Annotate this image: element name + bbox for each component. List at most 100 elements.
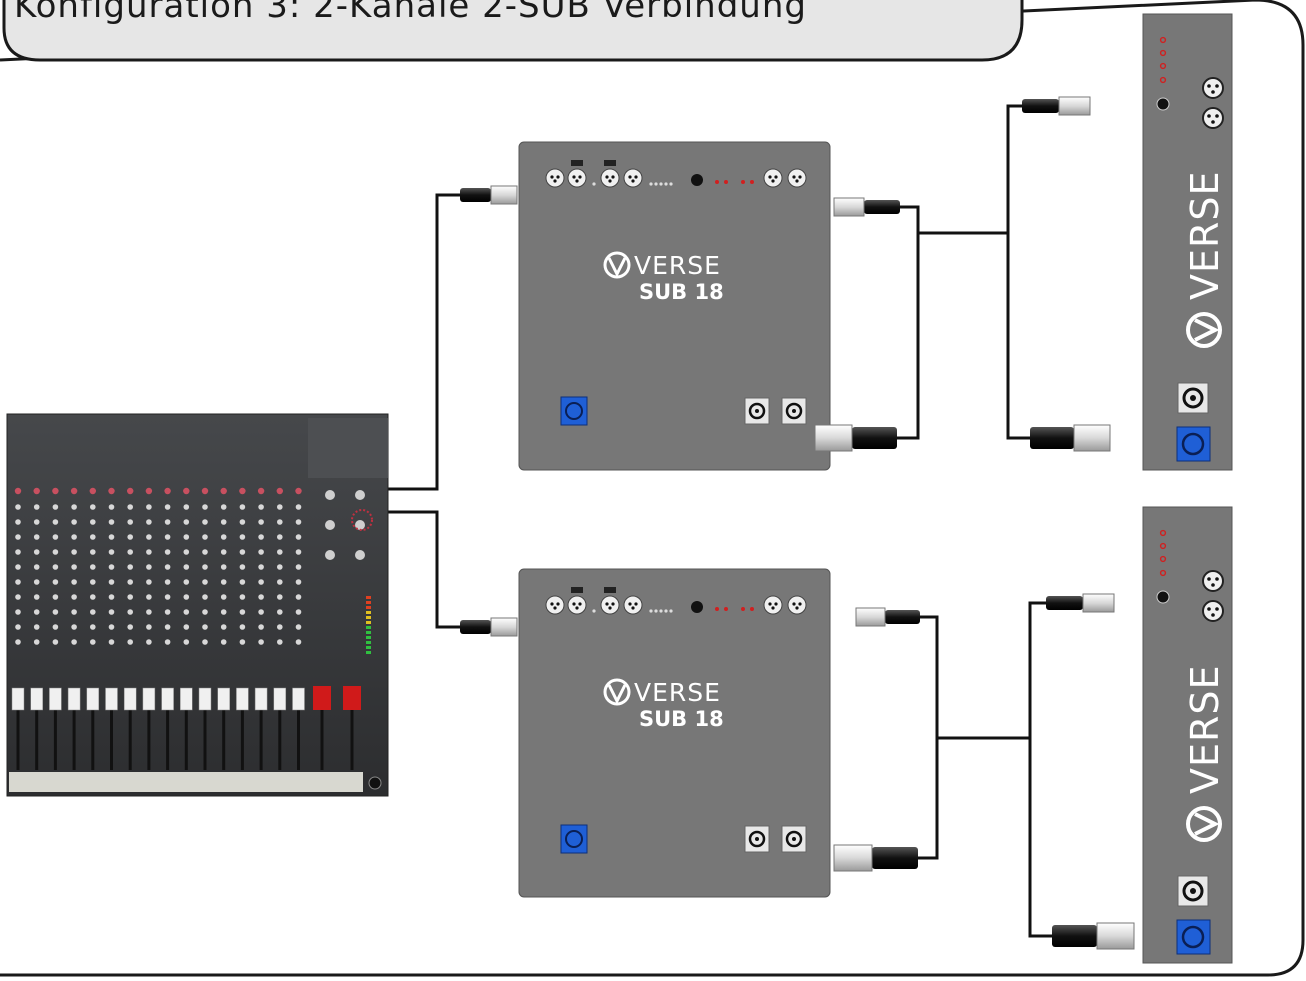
xlr-latch [571,587,583,593]
led-dot [741,180,745,184]
subwoofer-2-model: SUB 18 [639,707,724,731]
mixer-fader-slot [278,690,282,770]
mixer-knob [239,504,246,510]
mixer-fader-slot [320,690,324,770]
mixer-led-meter [366,646,371,649]
mixer-knob [52,579,59,585]
xlr-pin [611,175,615,179]
mixer-knob [202,579,208,585]
xlr-pin [611,602,615,606]
mixer-knob [71,639,77,645]
mixer-knob [239,624,246,630]
xlr-pin [578,602,582,606]
mixer-knob [108,504,115,510]
xlr-pin [774,175,778,179]
cable-mixer-to-sub1 [388,193,460,491]
mixer-knob [220,609,227,615]
mixer-knob [277,519,283,525]
xlr-plug-shell [833,197,865,217]
xlr-plug-body [460,620,491,634]
mixer-knob [220,579,227,585]
mixer-knob [15,519,21,525]
mixer-knob [239,639,246,645]
mixer-knob [202,534,208,540]
mixer-gain-knob [70,487,78,495]
mixer-knob [90,594,96,600]
mixer-knob [52,609,59,615]
mixer-knob [90,609,96,615]
xlr-plug-shell [814,424,853,452]
mixer-knob [52,624,59,630]
xlr-pin [768,175,772,179]
mixer-knob [108,564,115,570]
mixer-knob [52,639,59,645]
mixer-knob [127,519,133,525]
mixer-knob [258,564,264,570]
mixer-fader-cap [142,687,156,711]
xlr-pin [792,175,796,179]
mixer-knob [277,579,283,585]
xlr-plug-body [852,427,897,449]
mixer-knob [127,624,133,630]
mixer-led-meter [366,651,371,654]
led-dot [741,607,745,611]
mixer-knob [108,549,115,555]
xlr-pin [795,179,799,183]
mixer-meter-ring [351,509,373,531]
mixer-knob [183,639,190,645]
led-dot [592,182,596,186]
led-dot [715,607,719,611]
led-dot [750,180,754,184]
xlr-pin [631,606,635,610]
led-dot [750,607,754,611]
mixer-knob [33,624,40,630]
verse-logo-icon [1186,806,1222,842]
mixer-knob [90,639,96,645]
mixer-gain-knob [33,487,40,495]
mixer-gain-knob [183,487,190,495]
xlr-pin [575,179,579,183]
xlr-pin [575,606,579,610]
led-dot [1159,49,1167,57]
mixer-knob [277,594,283,600]
mixer-gain-knob [108,487,115,495]
xlr-pin [771,179,775,183]
xlr-pin [1215,84,1219,88]
mixer-knob [183,549,190,555]
mixer-knob [33,519,40,525]
mixer-knob [183,624,190,630]
xlr-pin [1207,84,1211,88]
mixing-console [6,413,389,797]
led-dot [654,182,658,186]
mixer-fader-cap [254,687,268,711]
xlr-plug-shell [1096,922,1135,950]
powercon-icon [1176,919,1211,955]
mixer-knob [71,549,77,555]
xlr-pin [572,175,576,179]
xlr-pin [634,175,638,179]
mixer-knob [15,639,21,645]
mixer-knob [277,564,283,570]
xlr-pin [572,602,576,606]
mixer-fader-cap [236,687,249,711]
mixer-knob [90,534,96,540]
xlr-plug-body [885,610,920,624]
mixer-knob [146,534,152,540]
mixer-knob [52,594,59,600]
mixer-knob [33,594,40,600]
speakon-icon [781,825,807,853]
top-speaker-1: VERSE [1142,13,1233,471]
mixer-fader-cap [105,687,118,711]
mixer-knob [146,609,152,615]
mixer-knob [220,549,227,555]
cable-to-top2-a [1028,601,1052,938]
mixer-knob [220,639,227,645]
mixer-fader-cap [11,687,25,711]
subwoofer-io-row [545,587,807,615]
mixer-knob [295,564,302,570]
mixer-knob [71,609,77,615]
mixer-led-meter [366,636,371,639]
mixer-led-meter [366,606,371,609]
jack-icon [1156,590,1170,604]
xlr-connector-icon [1202,107,1224,129]
